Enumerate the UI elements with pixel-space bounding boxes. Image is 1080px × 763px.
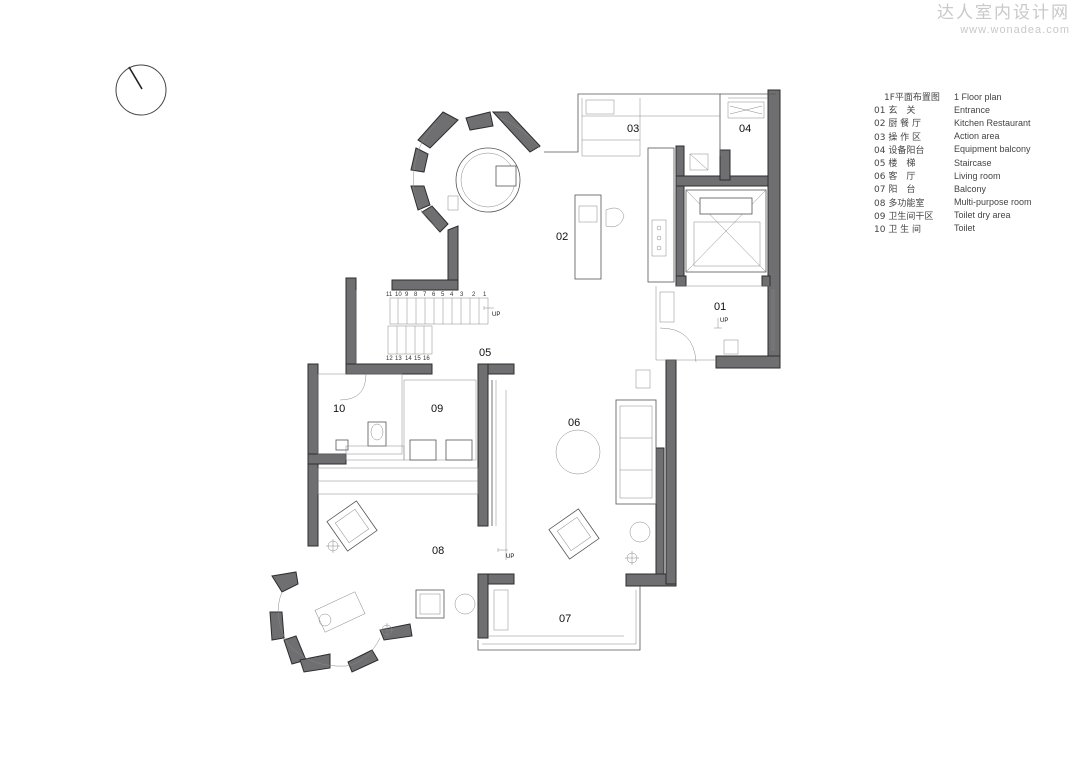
svg-text:UP: UP (492, 312, 500, 318)
room-label-01: 01 (714, 301, 726, 313)
stair-lower-numbers: 12 13 14 15 16 (386, 356, 430, 362)
stair-step-number: 10 (395, 292, 402, 298)
stair-step-number: 5 (441, 292, 445, 298)
up-arrow-icon: UP (483, 306, 500, 318)
stair-step-number: 1 (483, 292, 487, 298)
stair-step-number: 14 (405, 356, 412, 362)
stair-step-number: 7 (423, 292, 427, 298)
room-label-03: 03 (627, 123, 639, 135)
legend-title: 1F平面布置图 1 Floor plan (874, 90, 1032, 104)
legend-title-cn: 1F平面布置图 (884, 93, 940, 104)
light-fixtures (326, 539, 639, 637)
compass-icon (115, 64, 167, 116)
room-label-07: 07 (559, 613, 571, 625)
room-label-06: 06 (568, 417, 580, 429)
stair-step-number: 16 (423, 356, 430, 362)
stair-step-number: 8 (414, 292, 418, 298)
stair-upper-numbers: 11 10 9 8 7 6 5 4 3 2 1 (386, 292, 487, 298)
svg-text:UP: UP (506, 554, 514, 560)
room-label-05: 05 (479, 347, 491, 359)
room-label-10: 10 (333, 403, 345, 415)
watermark: 达人室内设计网 www.wonadea.com (937, 3, 1070, 36)
up-arrow-icon: UP (497, 548, 514, 560)
stair-step-number: 6 (432, 292, 436, 298)
room-labels: 01 02 03 04 05 06 07 08 09 10 (333, 123, 751, 625)
stair-step-number: 15 (414, 356, 421, 362)
thin-lines (277, 93, 776, 667)
stair-step-number: 12 (386, 356, 393, 362)
room-label-08: 08 (432, 545, 444, 557)
walls (269, 89, 781, 673)
legend-title-en: 1 Floor plan (954, 91, 1002, 102)
room-label-09: 09 (431, 403, 443, 415)
stair-step-number: 3 (460, 292, 464, 298)
stair-step-number: 4 (450, 292, 454, 298)
watermark-site-name: 达人室内设计网 (937, 3, 1070, 23)
svg-text:UP: UP (720, 318, 728, 324)
room-label-02: 02 (556, 231, 568, 243)
up-arrow-icon: UP (714, 318, 728, 329)
stair-step-number: 11 (386, 292, 393, 298)
room-label-04: 04 (739, 123, 751, 135)
watermark-url: www.wonadea.com (960, 23, 1070, 36)
stair-step-number: 9 (405, 292, 409, 298)
stair-step-number: 13 (395, 356, 402, 362)
staircase (355, 290, 489, 364)
stair-step-number: 2 (472, 292, 476, 298)
